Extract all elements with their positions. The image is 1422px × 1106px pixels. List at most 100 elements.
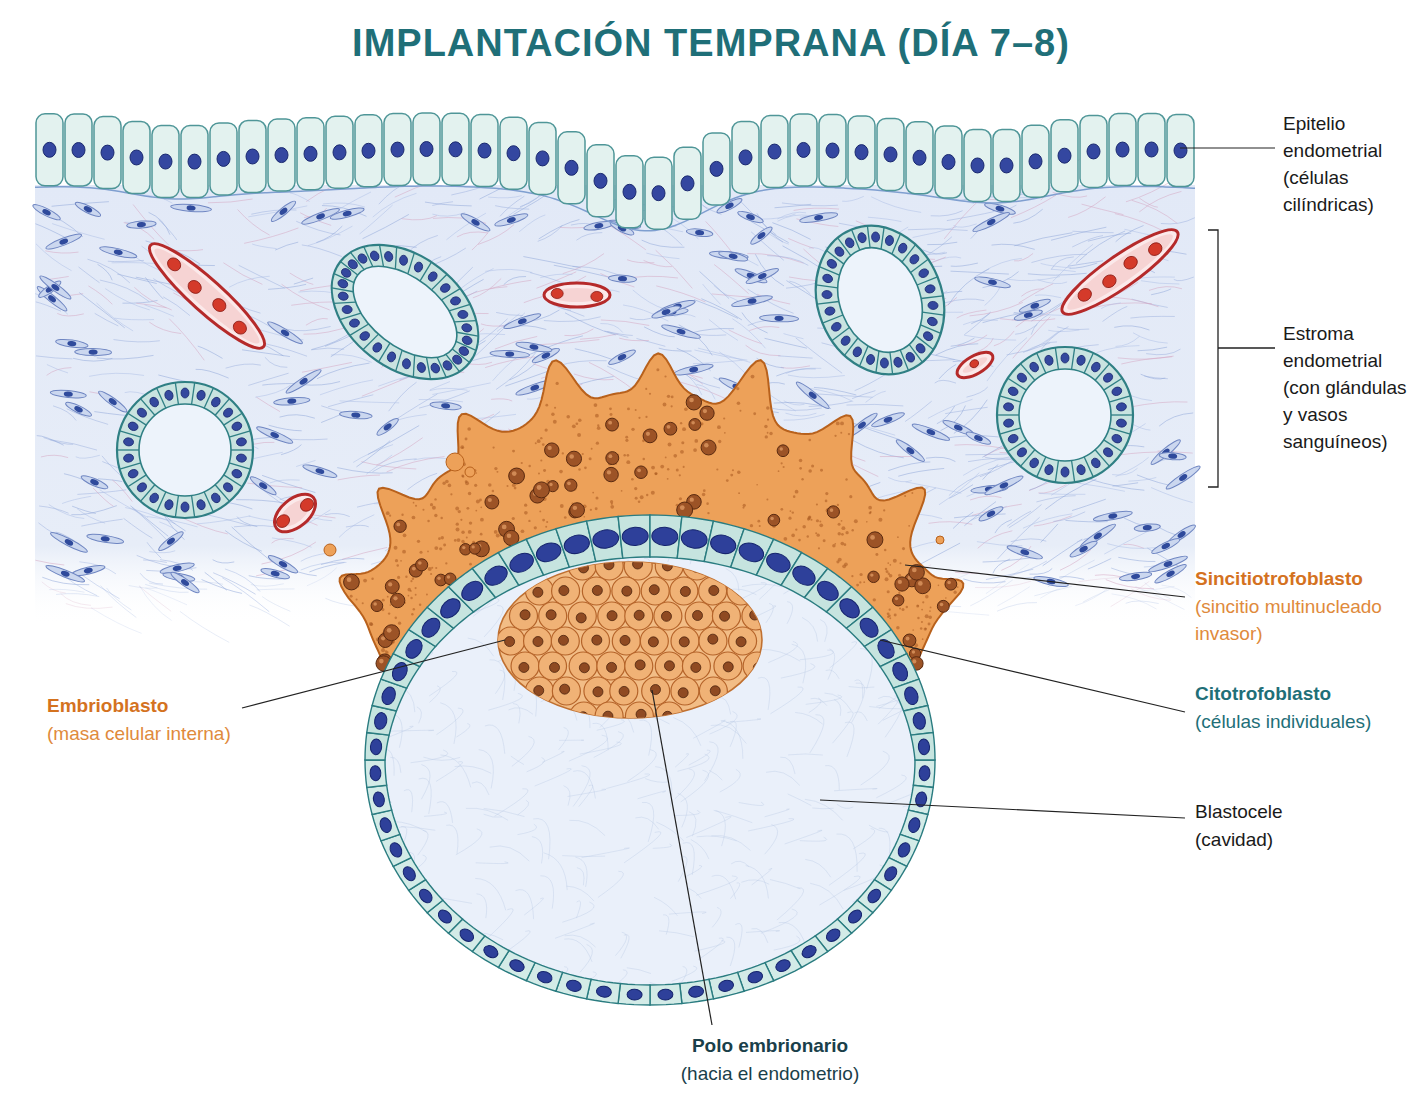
stroma-fiber [928, 399, 973, 418]
columnar-cell [1051, 120, 1078, 192]
stroma-fiber [948, 269, 989, 305]
stroma-fiber [1115, 214, 1167, 233]
fibroblast-cell [515, 340, 552, 353]
gland-cell-nucleus [852, 346, 863, 358]
fibroblast-body [459, 211, 491, 233]
fibroblast-cell [38, 273, 73, 301]
fibroblast-nucleus [774, 316, 783, 321]
fibroblast-body [651, 304, 682, 321]
gland-cell-wall [1055, 461, 1058, 483]
fibroblast-body [375, 416, 400, 437]
stroma-fiber [144, 305, 174, 317]
columnar-cell-nucleus [420, 142, 433, 157]
cavity-fiber [334, 824, 375, 849]
gland-cell-wall [1000, 428, 1021, 434]
gland-cell-nucleus [1076, 464, 1086, 476]
fibroblast-cell [55, 338, 88, 349]
stroma-fiber [1039, 493, 1085, 495]
stroma-fiber [44, 438, 74, 445]
uterine-gland [117, 382, 253, 518]
columnar-cell [616, 156, 643, 228]
stroma-fiber [627, 260, 654, 263]
cavity-fiber [742, 584, 782, 587]
fibroblast-nucleus [351, 412, 360, 418]
stroma-fiber [953, 512, 973, 529]
stroma-fiber [1068, 261, 1103, 266]
stroma-fiber [978, 338, 993, 352]
stroma-fiber [402, 216, 437, 220]
cavity-fiber [800, 649, 834, 660]
stroma-fiber [325, 514, 350, 517]
gland-outline [306, 217, 504, 406]
stroma-fiber [539, 220, 580, 239]
columnar-cell [732, 121, 759, 193]
cavity-fiber [540, 876, 553, 909]
cavity-fiber [576, 901, 580, 918]
stroma-fiber [1088, 558, 1111, 569]
cavity-fiber [563, 786, 570, 806]
fibroblast-cell [674, 362, 714, 377]
columnar-cell-nucleus [739, 150, 752, 165]
cavity-fiber [451, 987, 470, 990]
stroma-fiber [108, 260, 144, 261]
stroma-fiber [430, 382, 450, 390]
gland-cell-wall [454, 310, 476, 332]
gland-cell-nucleus [830, 321, 843, 333]
cavity-fiber [517, 824, 536, 834]
stroma-fiber [842, 196, 864, 201]
fibroblast-cell [974, 275, 1011, 290]
stroma-fiber [1048, 330, 1079, 332]
stroma-fiber [994, 331, 1014, 346]
cavity-fiber [878, 948, 886, 972]
cavity-fiber [777, 888, 804, 920]
stroma-fiber [966, 387, 987, 397]
fibroblast-nucleus [1176, 530, 1186, 539]
stroma-fiber [936, 344, 979, 355]
stroma-fiber [363, 214, 409, 238]
gland-cell-wall [229, 463, 250, 469]
fibroblast-nucleus [67, 340, 77, 346]
cavity-fiber [490, 660, 505, 700]
cavity-fiber [698, 938, 723, 960]
stroma-fiber [964, 502, 996, 526]
fibroblast-cell [375, 416, 400, 437]
gland-cell-nucleus [340, 267, 353, 279]
gland-cell-nucleus [928, 301, 939, 310]
cavity-fiber [872, 969, 900, 1005]
stroma-fiber [328, 395, 373, 407]
stroma-fiber [784, 414, 825, 420]
stroma-fiber [320, 380, 373, 395]
gland-lumen [823, 235, 938, 365]
stroma-fiber [62, 496, 91, 503]
stroma-fiber [1151, 488, 1193, 503]
gland-cell-wall [917, 277, 937, 285]
stroma-fiber [1139, 191, 1181, 212]
stroma-fiber [719, 352, 748, 377]
gland-cell-nucleus [1090, 457, 1102, 470]
stroma-fiber [783, 334, 803, 339]
fibroblast-body [50, 389, 87, 399]
gland-cell-nucleus [866, 354, 875, 365]
stroma-fiber [91, 608, 142, 634]
fibroblast-nucleus [180, 578, 190, 587]
stroma-fiber [1040, 589, 1060, 598]
stroma-fiber [760, 214, 795, 219]
cavity-fiber [780, 757, 795, 774]
cavity-fiber [484, 814, 502, 817]
columnar-cell-nucleus [913, 150, 926, 165]
cavity-fiber [440, 703, 456, 744]
fibroblast-cell [749, 225, 774, 247]
stroma-fiber [97, 355, 154, 359]
fibroblast-cell [266, 319, 304, 346]
stroma-fiber [709, 319, 738, 340]
stroma-fiber [794, 208, 839, 210]
stroma-fiber [361, 462, 416, 469]
columnar-cell-nucleus [246, 149, 259, 164]
stroma-fiber [129, 586, 158, 589]
cavity-fiber [527, 758, 545, 772]
fibroblast-nucleus [757, 272, 767, 280]
stroma-fiber [473, 278, 501, 297]
cavity-fiber [377, 1000, 392, 1013]
cavity-fiber [798, 995, 834, 1017]
fibroblast-cell [459, 211, 491, 233]
